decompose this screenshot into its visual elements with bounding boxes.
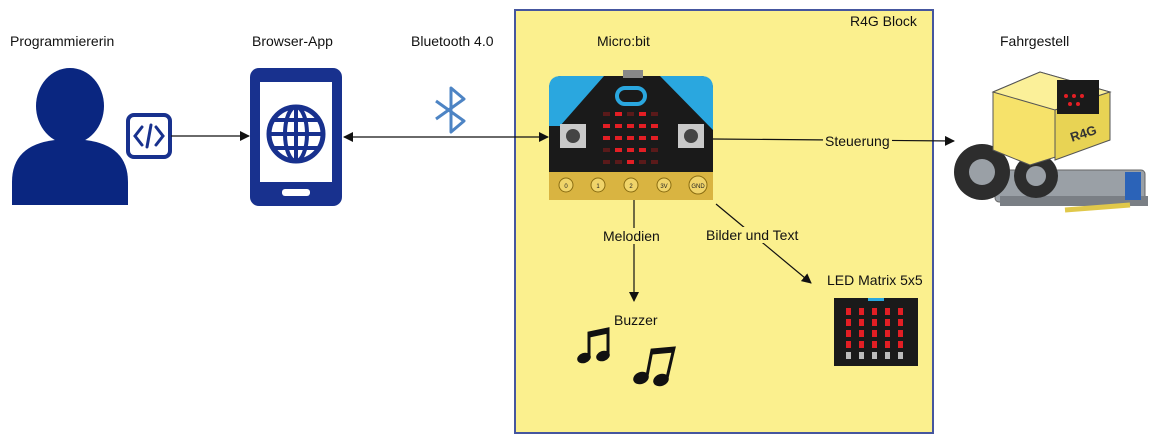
led-matrix-led: [898, 330, 903, 337]
led-matrix-led: [846, 341, 851, 348]
microbit-board: [549, 70, 713, 200]
microbit-led: [639, 112, 646, 116]
microbit-pin: [590, 177, 606, 193]
microbit-pin: [623, 177, 639, 193]
microbit-label: Micro:bit: [597, 33, 650, 49]
user-icon: [12, 68, 128, 205]
microbit-led: [651, 136, 658, 140]
microbit-led: [651, 160, 658, 164]
bluetooth-icon: [435, 86, 466, 134]
bluetooth-label: Bluetooth 4.0: [411, 33, 494, 49]
microbit-led: [627, 136, 634, 140]
music-note-icon: [633, 346, 676, 387]
microbit-led: [651, 112, 658, 116]
led-matrix-led: [885, 352, 890, 359]
led-matrix-led: [872, 341, 877, 348]
microbit-pin: [656, 177, 672, 193]
led-matrix-led: [872, 330, 877, 337]
led-matrix-led: [898, 319, 903, 326]
microbit-pin-label: 1: [596, 184, 600, 190]
edge-steuerung-label: Steuerung: [823, 133, 892, 149]
led-matrix-grid: [846, 308, 903, 359]
led-matrix-led: [898, 308, 903, 315]
browser-app-label: Browser-App: [252, 33, 333, 49]
led-matrix-led: [898, 341, 903, 348]
microbit-led: [639, 136, 646, 140]
microbit-led: [627, 112, 634, 116]
microbit-led: [651, 148, 658, 152]
buzzer-label: Buzzer: [612, 312, 660, 328]
microbit-led: [603, 136, 610, 140]
microbit-pin: [558, 177, 574, 193]
microbit-led: [627, 124, 634, 128]
led-matrix-led: [859, 341, 864, 348]
code-icon: [126, 113, 172, 159]
globe-icon: [266, 104, 326, 164]
led-matrix-led: [859, 319, 864, 326]
microbit-led-grid: [603, 112, 658, 164]
led-matrix-led: [872, 308, 877, 315]
led-matrix-led: [885, 341, 890, 348]
led-matrix-led: [859, 308, 864, 315]
block-label: R4G Block: [850, 13, 917, 29]
microbit-led: [603, 160, 610, 164]
led-matrix-label: LED Matrix 5x5: [825, 272, 925, 288]
led-matrix-led: [885, 308, 890, 315]
music-note-icon: [577, 327, 610, 364]
microbit-pin-label: 0: [564, 184, 568, 190]
microbit-led: [615, 148, 622, 152]
microbit-led: [627, 160, 634, 164]
microbit-led: [603, 148, 610, 152]
led-matrix-led: [872, 319, 877, 326]
microbit-led: [603, 124, 610, 128]
microbit-led: [639, 124, 646, 128]
led-matrix-led: [898, 352, 903, 359]
microbit-led: [615, 124, 622, 128]
microbit-pin: [688, 175, 708, 195]
led-matrix-led: [885, 330, 890, 337]
microbit-pin-label: 3V: [660, 184, 667, 190]
edge-melodien-label: Melodien: [601, 228, 662, 244]
edge-bilder-text-label: Bilder und Text: [704, 227, 801, 243]
microbit-led: [639, 160, 646, 164]
microbit-led: [639, 148, 646, 152]
microbit-pins: 0 1 2 3V GND: [558, 175, 708, 195]
microbit-led: [615, 160, 622, 164]
microbit-led: [615, 112, 622, 116]
led-matrix-led: [846, 319, 851, 326]
led-matrix-led: [885, 319, 890, 326]
microbit-led: [627, 148, 634, 152]
led-matrix-led: [872, 352, 877, 359]
edge-bilder-text: [715, 203, 812, 284]
microbit-led: [603, 112, 610, 116]
microbit-led: [651, 124, 658, 128]
led-matrix-led: [846, 308, 851, 315]
programmer-label: Programmiererin: [10, 33, 115, 49]
microbit-pin-label: GND: [691, 184, 705, 190]
led-matrix-led: [859, 352, 864, 359]
led-matrix-led: [846, 352, 851, 359]
chassis-label: Fahrgestell: [1000, 33, 1070, 49]
microbit-pin-label: 2: [629, 184, 633, 190]
robot-chassis: [954, 71, 1148, 213]
microbit-led: [615, 136, 622, 140]
led-matrix-led: [846, 330, 851, 337]
led-matrix-led: [859, 330, 864, 337]
